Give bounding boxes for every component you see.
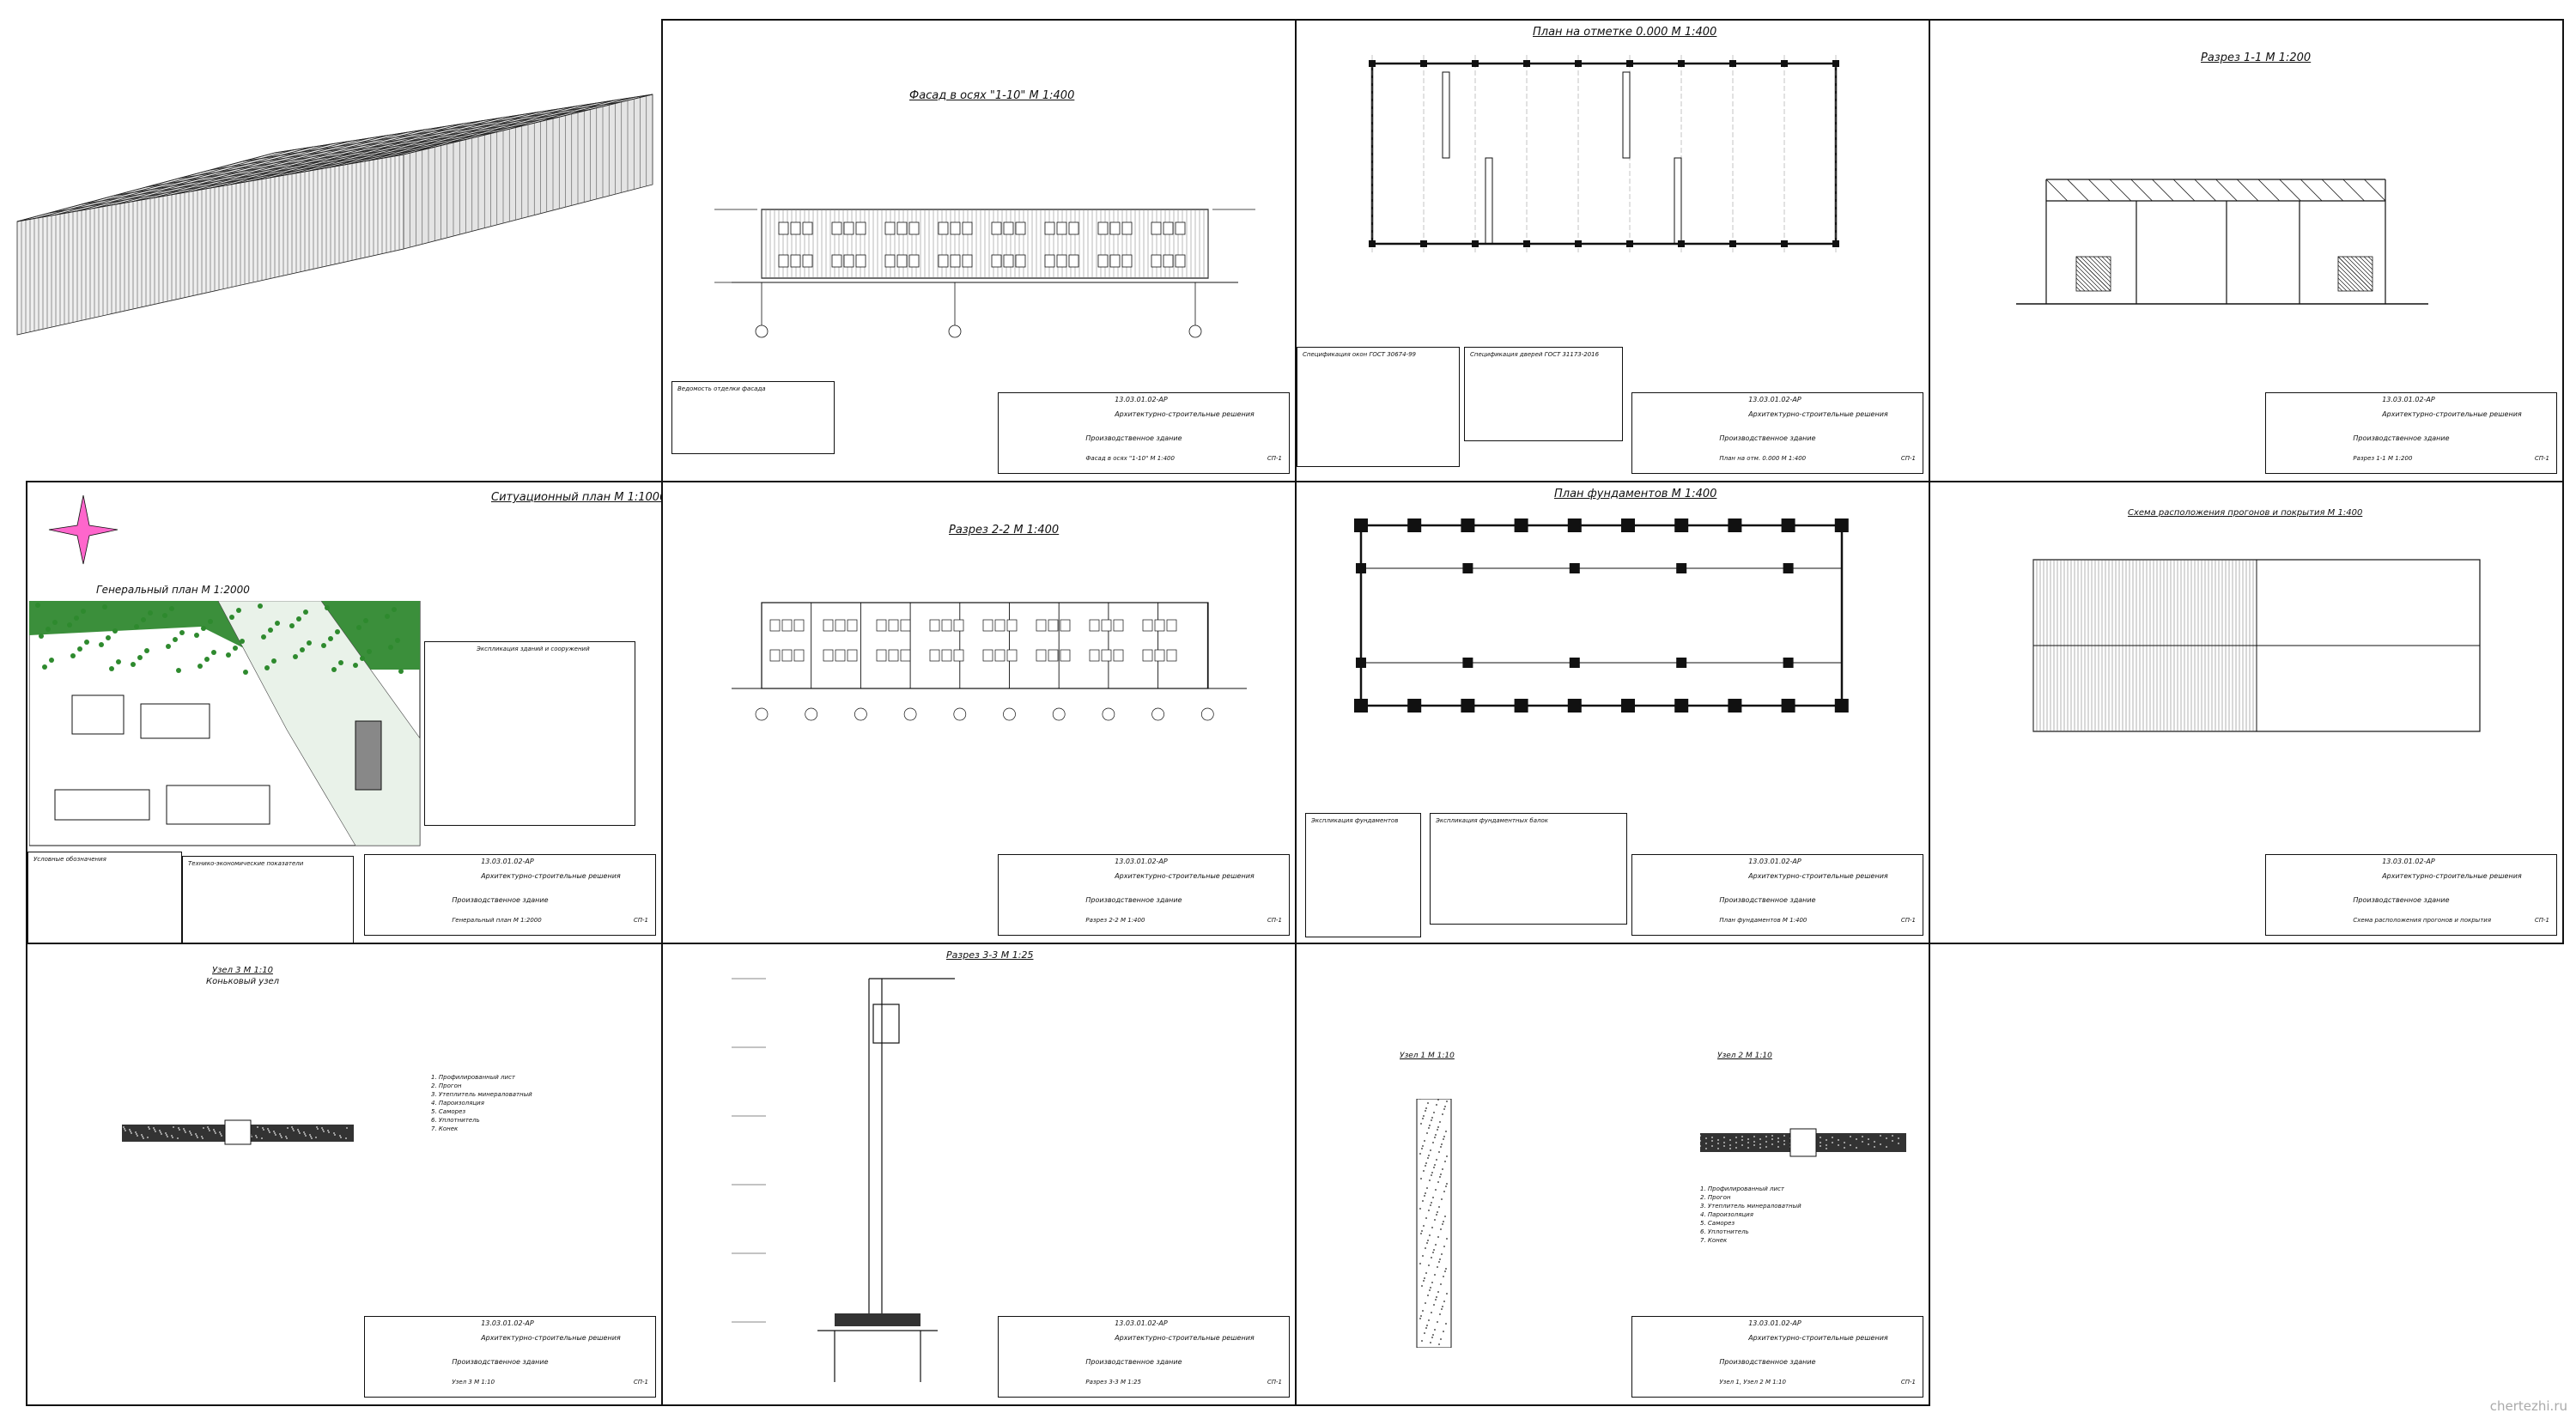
node-3-drawing (122, 1119, 354, 1145)
sheet-foundation-plan: План фундаментов М 1:400 Экспликация фун… (1295, 481, 1930, 944)
title-block: 13.03.01.02-АР Архитектурно-строительные… (998, 392, 1290, 474)
foundation-plan-drawing (1354, 518, 1849, 713)
floor-plan-drawing (1369, 55, 1839, 252)
sheet-title: Узел 3 М 1:10 (212, 966, 273, 975)
title-block: 13.03.01.02-АР Архитектурно-строительные… (1631, 1316, 1923, 1398)
sheet-plan: План на отметке 0.000 М 1:400 Спецификац… (1295, 19, 1930, 482)
sheet-isometric (0, 0, 661, 479)
section-3-3-drawing (732, 978, 955, 1382)
watermark: chertezhi.ru (2489, 1398, 2567, 1414)
site-plan-drawing (29, 601, 421, 846)
title-block: 13.03.01.02-АР Архитектурно-строительные… (2265, 854, 2557, 936)
title-block: 13.03.01.02-АР Архитектурно-строительные… (2265, 392, 2557, 474)
node-notes: 1. Профилированный лист 2. Прогон 3. Уте… (431, 1074, 532, 1132)
node-1-drawing (1416, 1099, 1452, 1348)
sheet-subtitle: Коньковый узел (206, 977, 280, 986)
node-2-drawing (1700, 1128, 1906, 1157)
sheet-node-1-2: Узел 1 М 1:10 Узел 2 М 1:10 1. Профилиро… (1295, 943, 1930, 1406)
windows-table: Спецификация окон ГОСТ 30674-99 (1297, 347, 1460, 467)
sheet-title: План на отметке 0.000 М 1:400 (1533, 26, 1717, 39)
doors-table: Спецификация дверей ГОСТ 31173-2016 (1464, 347, 1623, 441)
sheet-title: План фундаментов М 1:400 (1554, 488, 1717, 500)
title-block: 13.03.01.02-АР Архитектурно-строительные… (998, 1316, 1290, 1398)
sheet-subtitle: Генеральный план М 1:2000 (96, 584, 250, 596)
title-block: 13.03.01.02-АР Архитектурно-строительные… (1631, 392, 1923, 474)
sheet-title: Разрез 2-2 М 1:400 (949, 524, 1060, 537)
sheet-section-2-2: Разрез 2-2 М 1:400 13.03.01.02-АР Архите… (661, 481, 1297, 944)
section-1-1-drawing (2016, 179, 2428, 305)
facade-finish-table: Ведомость отделки фасада (671, 381, 835, 454)
sheet-title: Ситуационный план М 1:10000 (491, 491, 663, 504)
explication-table: Экспликация зданий и сооружений (424, 641, 635, 826)
sheet-node-3: Узел 3 М 1:10 Коньковый узел 1. Профилир… (26, 943, 663, 1406)
sheet-subtitle: Узел 2 М 1:10 (1717, 1052, 1772, 1060)
sheet-title: Схема расположения прогонов и покрытия М… (2128, 508, 2363, 518)
title-block: 13.03.01.02-АР Архитектурно-строительные… (998, 854, 1290, 936)
sheet-section-1-1: Разрез 1-1 М 1:200 13.03.01.02-АР Архите… (1929, 19, 2564, 482)
sheet-title: Фасад в осях "1-10" М 1:400 (909, 89, 1075, 102)
sheet-title: Узел 1 М 1:10 (1400, 1052, 1455, 1060)
sheet-title: Разрез 3-3 М 1:25 (946, 949, 1034, 961)
isometric-building-drawing (16, 94, 653, 336)
roof-scheme-drawing (2032, 559, 2481, 732)
sheet-facade: Фасад в осях "1-10" М 1:400 Ведомость от… (661, 19, 1297, 482)
sheet-section-3-3: Разрез 3-3 М 1:25 13.03.01.02-АР Архитек… (661, 943, 1297, 1406)
facade-drawing (714, 209, 1255, 338)
node-notes: 1. Профилированный лист 2. Прогон 3. Уте… (1700, 1186, 1801, 1244)
pile-table: Экспликация фундаментов (1305, 813, 1421, 937)
foundation-beams-table: Экспликация фундаментных балок (1430, 813, 1627, 925)
sheet-site-plan: Ситуационный план М 1:10000 Генеральный … (26, 481, 663, 944)
tech-indicators-table: Технико-экономические показатели (182, 856, 354, 943)
sheet-title: Разрез 1-1 М 1:200 (2201, 52, 2312, 64)
legend-table: Условные обозначения (27, 852, 182, 943)
wind-rose-icon (48, 494, 118, 565)
sheet-roof-scheme: Схема расположения прогонов и покрытия М… (1929, 481, 2564, 944)
section-2-2-drawing (732, 602, 1247, 721)
title-block: 13.03.01.02-АР Архитектурно-строительные… (1631, 854, 1923, 936)
title-block: 13.03.01.02-АР Архитектурно-строительные… (364, 1316, 656, 1398)
title-block: 13.03.01.02-АР Архитектурно-строительные… (364, 854, 656, 936)
